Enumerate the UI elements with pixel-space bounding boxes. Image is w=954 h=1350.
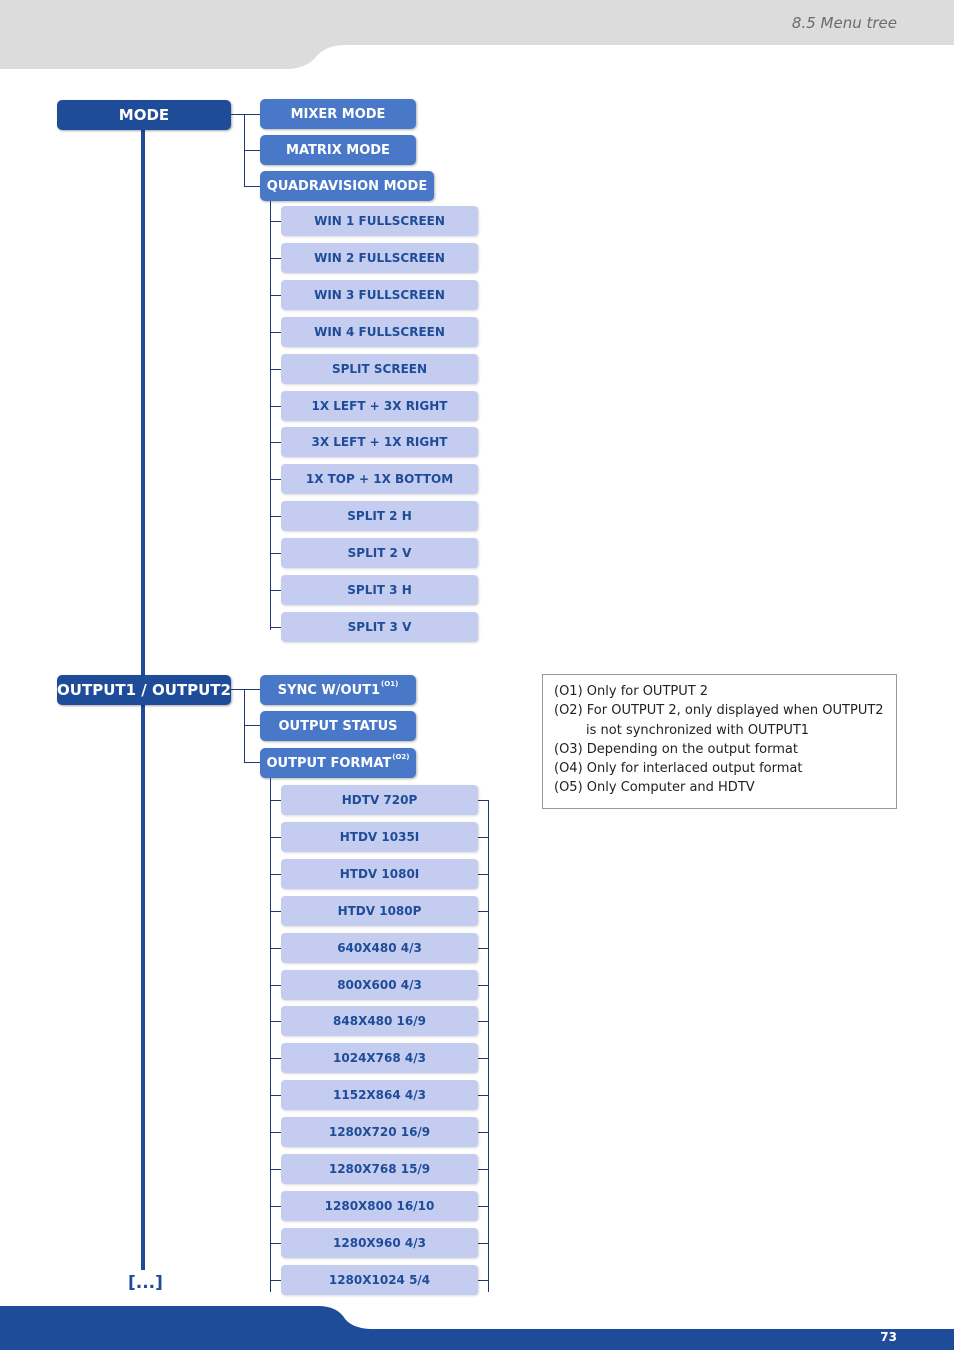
connector	[270, 442, 281, 444]
format-note-ref: (O2)	[392, 753, 410, 761]
sync-label: SYNC W/OUT1	[277, 682, 381, 698]
connector	[270, 590, 281, 591]
connector	[478, 1279, 489, 1281]
connector	[478, 1058, 489, 1060]
menu-item[interactable]: WIN 2 FULLSCREEN	[281, 242, 478, 273]
connector	[478, 1021, 489, 1023]
note-o2: (O2) For OUTPUT 2, only displayed when O…	[554, 703, 884, 719]
sync-note-ref: (O1)	[381, 680, 399, 688]
connector	[478, 910, 489, 912]
connector	[270, 626, 281, 628]
menu-item[interactable]: 1280X960 4/3	[281, 1227, 478, 1258]
connector	[270, 1242, 281, 1244]
sync-node[interactable]: SYNC W/OUT1(O1)	[260, 675, 416, 705]
connector	[270, 1205, 281, 1207]
connector	[488, 800, 489, 1292]
connector	[270, 1021, 281, 1023]
menu-item[interactable]: SPLIT 2 V	[281, 538, 478, 569]
menu-item[interactable]: WIN 1 FULLSCREEN	[281, 206, 478, 236]
menu-item[interactable]: 1152X864 4/3	[281, 1080, 478, 1111]
connector	[478, 1095, 489, 1097]
connector	[270, 553, 281, 555]
connector	[270, 1095, 281, 1097]
connector	[244, 725, 260, 726]
matrix-mode-node[interactable]: MATRIX MODE	[260, 135, 416, 165]
menu-item[interactable]: HDTV 720P	[281, 785, 478, 815]
output-format-node[interactable]: OUTPUT FORMAT(O2)	[260, 748, 416, 778]
note-o3: (O3) Depending on the output format	[554, 741, 798, 757]
connector	[270, 800, 281, 801]
header-band	[0, 0, 954, 69]
connector	[231, 689, 261, 690]
connector	[478, 947, 489, 949]
connector	[270, 873, 281, 875]
connector	[270, 910, 281, 912]
more-ellipsis: [...]	[128, 1273, 163, 1293]
output-node[interactable]: OUTPUT1 / OUTPUT2	[57, 675, 231, 705]
menu-item[interactable]: 1280X1024 5/4	[281, 1264, 478, 1295]
connector	[270, 836, 281, 838]
connector	[478, 1132, 489, 1134]
section-title: 8.5 Menu tree	[791, 14, 897, 32]
connector	[270, 1279, 281, 1281]
note-o5: (O5) Only Computer and HDTV	[554, 780, 755, 796]
connector	[270, 294, 281, 296]
connector	[478, 873, 489, 875]
output-status-node[interactable]: OUTPUT STATUS	[260, 711, 416, 741]
connector	[270, 516, 281, 518]
format-label: OUTPUT FORMAT	[266, 755, 392, 771]
note-o1: (O1) Only for OUTPUT 2	[554, 684, 709, 699]
footer-band	[0, 1306, 954, 1350]
connector	[270, 778, 271, 1292]
quadravision-mode-node[interactable]: QUADRAVISION MODE	[260, 171, 434, 201]
menu-item[interactable]: 1280X768 15/9	[281, 1154, 478, 1184]
note-o2-cont: is not synchronized with OUTPUT1	[586, 722, 810, 738]
connector	[270, 1169, 281, 1170]
menu-item[interactable]: 640X480 4/3	[281, 932, 478, 963]
connector	[270, 1132, 281, 1134]
connector	[270, 984, 281, 986]
menu-item[interactable]: HTDV 1080I	[281, 858, 478, 889]
connector	[478, 1169, 489, 1170]
connector	[478, 1205, 489, 1207]
connector	[478, 836, 489, 838]
connector	[244, 186, 260, 187]
menu-item[interactable]: 1280X800 16/10	[281, 1190, 478, 1221]
menu-item[interactable]: 1280X720 16/9	[281, 1117, 478, 1148]
menu-item[interactable]: 1X LEFT + 3X RIGHT	[281, 390, 478, 421]
connector	[270, 221, 281, 222]
menu-item[interactable]: 1024X768 4/3	[281, 1043, 478, 1074]
menu-item[interactable]: SPLIT 2 H	[281, 501, 478, 532]
mixer-mode-node[interactable]: MIXER MODE	[260, 99, 416, 129]
connector	[270, 201, 271, 630]
menu-item[interactable]: SPLIT SCREEN	[281, 353, 478, 384]
menu-item[interactable]: 848X480 16/9	[281, 1006, 478, 1037]
menu-item[interactable]: HTDV 1035I	[281, 821, 478, 852]
note-o4: (O4) Only for interlaced output format	[554, 761, 803, 777]
menu-item[interactable]: 800X600 4/3	[281, 969, 478, 1000]
menu-item[interactable]: 3X LEFT + 1X RIGHT	[281, 427, 478, 458]
menu-item[interactable]: 1X TOP + 1X BOTTOM	[281, 464, 478, 495]
connector	[231, 114, 261, 115]
page-number: 73	[880, 1330, 897, 1344]
connector	[244, 150, 260, 151]
menu-item[interactable]: WIN 3 FULLSCREEN	[281, 279, 478, 310]
connector	[270, 405, 281, 407]
connector	[478, 1242, 489, 1244]
menu-item[interactable]: HTDV 1080P	[281, 895, 478, 926]
connector	[270, 947, 281, 949]
connector	[270, 368, 281, 370]
menu-item[interactable]: SPLIT 3 V	[281, 611, 478, 642]
connector	[270, 331, 281, 333]
notes-box: (O1) Only for OUTPUT 2 (O2) For OUTPUT 2…	[542, 674, 897, 809]
connector	[478, 984, 489, 986]
mode-node[interactable]: MODE	[57, 100, 231, 130]
connector	[270, 1058, 281, 1060]
menu-item[interactable]: SPLIT 3 H	[281, 575, 478, 605]
menu-item[interactable]: WIN 4 FULLSCREEN	[281, 316, 478, 347]
connector	[270, 257, 281, 259]
connector	[270, 479, 281, 481]
connector	[478, 800, 489, 801]
connector	[244, 762, 260, 763]
